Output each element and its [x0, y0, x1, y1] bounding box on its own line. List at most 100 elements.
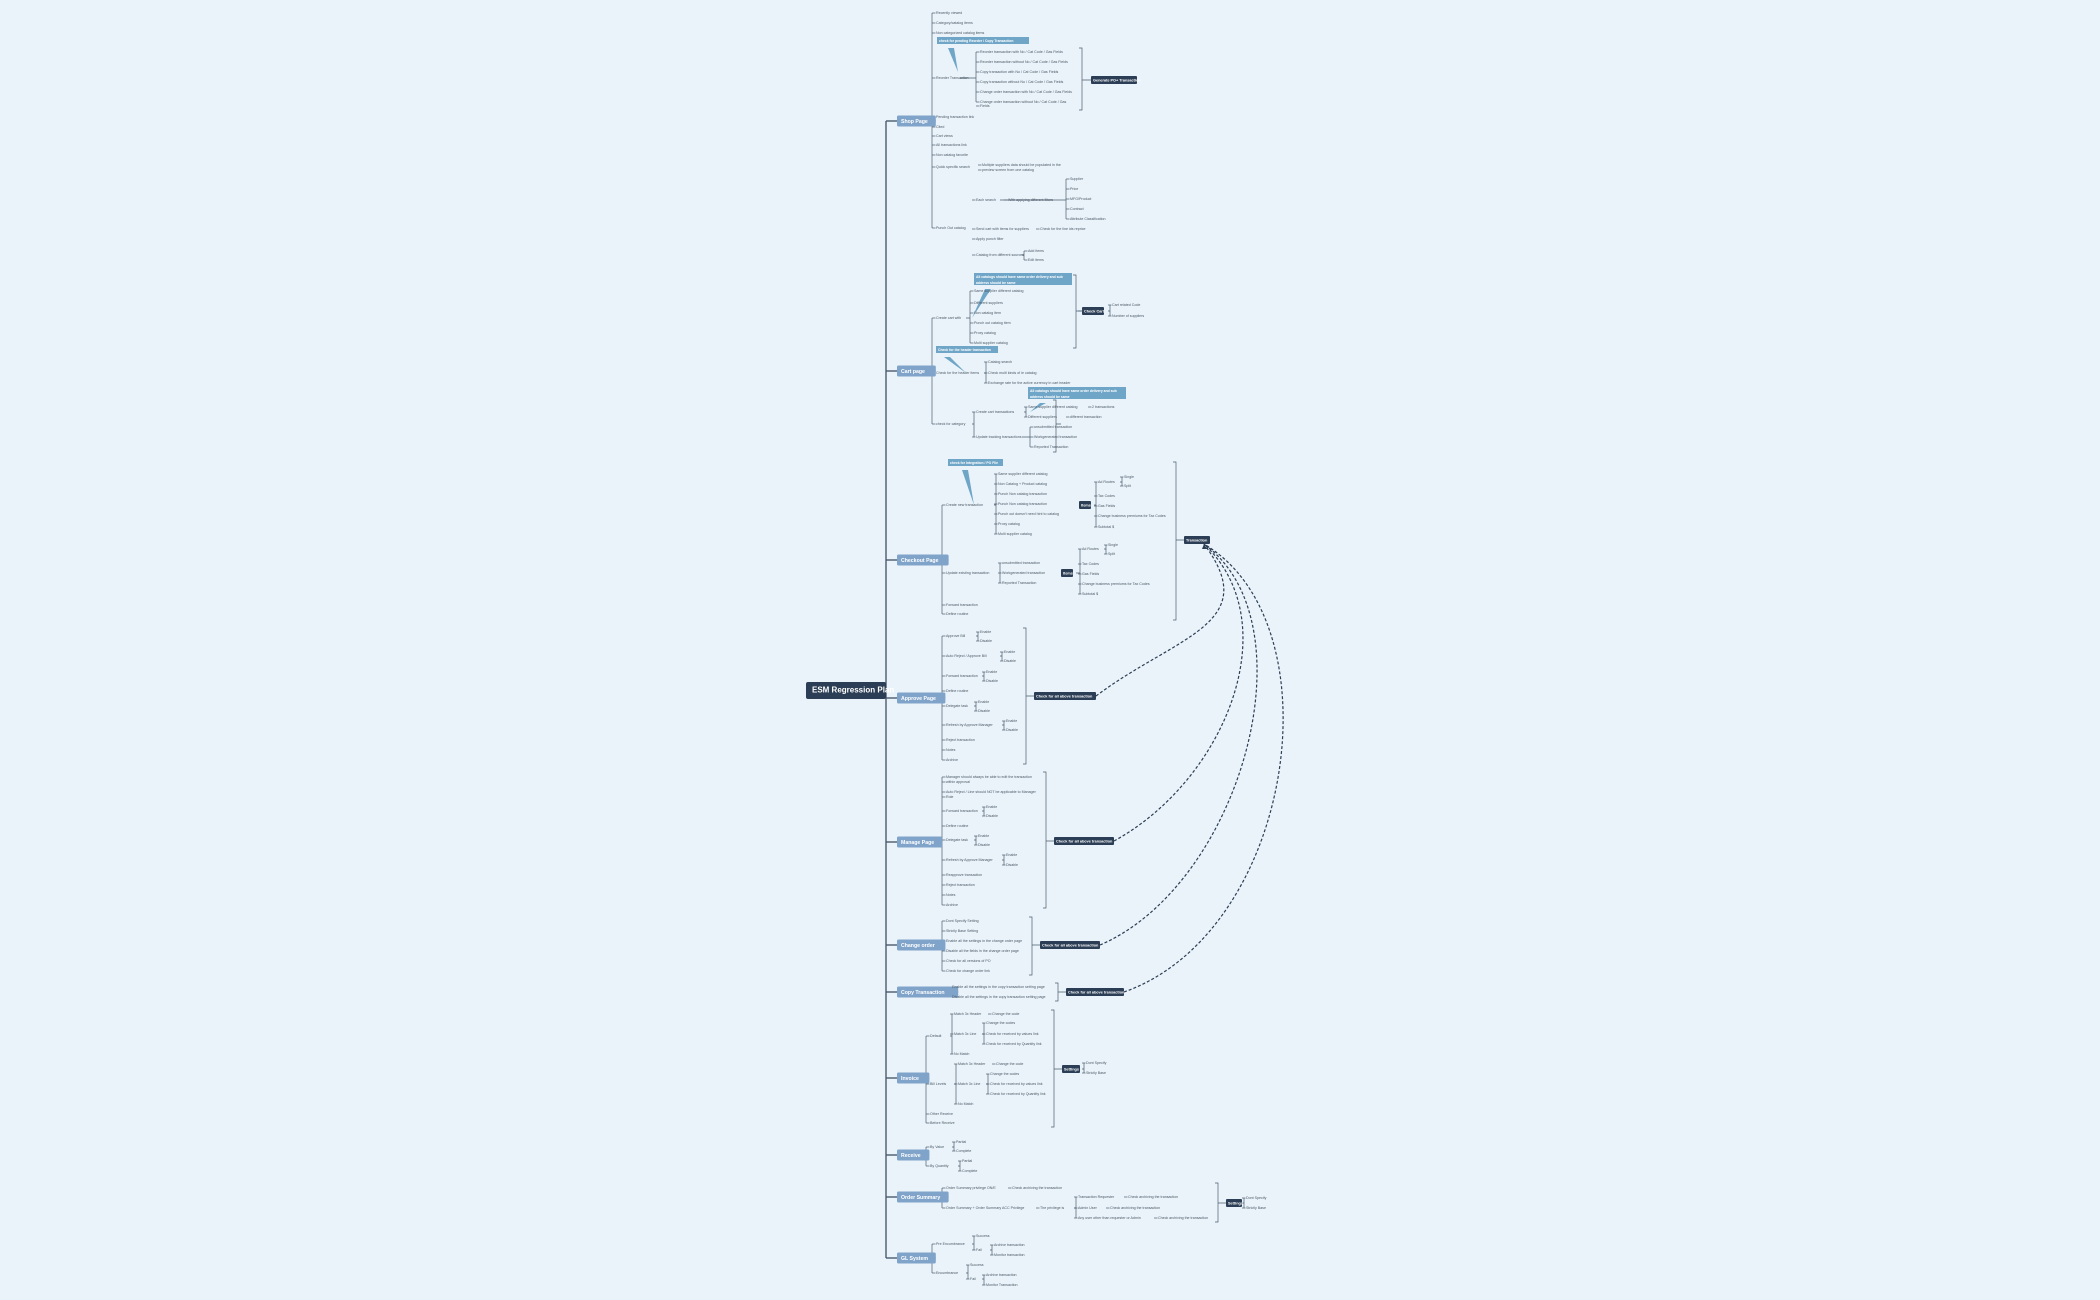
node-label: Add items: [1028, 249, 1044, 253]
node-label: unsubmitted transaction: [1034, 425, 1072, 429]
node-label: Reorder transaction without No / Cat Cod…: [980, 60, 1068, 64]
section-node-box[interactable]: [897, 1191, 949, 1203]
summary-node-box[interactable]: [1054, 837, 1114, 845]
node-label: Refresh by Approve Manager: [946, 858, 994, 862]
section-node-label: Checkout Page: [901, 558, 939, 564]
node-label: Split: [1108, 552, 1115, 556]
callout-box: [936, 346, 998, 353]
summary-node-box[interactable]: [1034, 692, 1096, 700]
node-boxes: [806, 37, 1242, 1264]
node-label: Check for received by values link: [990, 1082, 1043, 1086]
node-label: Define routine: [946, 824, 968, 828]
callout-box: [937, 37, 1029, 44]
node-label: Non catalog item: [974, 311, 1001, 315]
node-label: Any user other than requester or Admin: [1078, 1216, 1141, 1220]
summary-node-box[interactable]: [1061, 569, 1073, 577]
node-label: Role: [946, 795, 953, 799]
summary-node-box[interactable]: [1062, 1065, 1080, 1073]
node-label: Category/catalog items: [936, 21, 973, 25]
fan-connector: [1120, 477, 1123, 486]
node-label: Pre Encumbrance: [936, 1242, 965, 1246]
summary-node-box[interactable]: [1040, 941, 1100, 949]
node-label: Check for change order link: [946, 969, 990, 973]
fan-connector: [974, 702, 977, 711]
summary-node-label: Transaction: [1186, 538, 1208, 542]
node-label: Check Gift: [1082, 309, 1099, 313]
node-label: Reported Transaction: [1002, 581, 1036, 585]
node-label: Copy transaction with No / Cat Code / Ga…: [980, 70, 1059, 74]
node-label: Change the code: [996, 1062, 1023, 1066]
node-label: Non categorized catalog items: [936, 31, 985, 35]
section-node-box[interactable]: [897, 692, 946, 704]
section-node-label: Receive: [901, 1153, 921, 1159]
summary-node-label: Check for all above transaction: [1036, 694, 1093, 698]
section-node-box[interactable]: [897, 1252, 936, 1264]
node-label: Change order transaction without No / Ca…: [980, 100, 1066, 104]
node-label: Match 3x Line: [954, 1032, 976, 1036]
root-node-box[interactable]: [806, 682, 886, 699]
node-label: Success: [970, 1263, 984, 1267]
node-label: Admin User: [1078, 1206, 1098, 1210]
node-label: Enable: [978, 700, 989, 704]
node-label: different transaction: [1070, 415, 1102, 419]
fan-connector: [1000, 652, 1003, 661]
node-label: Exchange rate for the active currency in…: [988, 381, 1071, 385]
node-label: Disable: [980, 639, 992, 643]
fan-connector: [972, 412, 975, 437]
summary-node-box[interactable]: [1091, 76, 1137, 84]
node-label: Strictly Base: [1086, 1071, 1106, 1075]
node-label: Dont Specify: [1086, 1061, 1107, 1065]
dependency-link: [1095, 543, 1225, 697]
node-label: Multi supplier catalog: [974, 341, 1008, 345]
fan-connector: [966, 1265, 969, 1279]
node-label: Dont Specify Setting: [946, 919, 979, 923]
section-node-box[interactable]: [897, 365, 936, 377]
section-node-box[interactable]: [897, 986, 959, 998]
section-node-label: GL System: [901, 1256, 928, 1262]
node-label: Punch Out catalog: [936, 226, 966, 230]
node-label: Refresh by Approve Manager: [946, 723, 994, 727]
section-node-box[interactable]: [897, 1149, 930, 1161]
fan-connector: [1076, 549, 1081, 594]
summary-node-box[interactable]: [1082, 307, 1104, 315]
summary-node-box[interactable]: [1066, 988, 1124, 996]
node-label: Match 3x Line: [958, 1082, 980, 1086]
callout-label: check for pending Reorder / Copy Transac…: [939, 39, 1013, 43]
node-label: Reorder Transaction: [936, 76, 969, 80]
callout-box: [974, 273, 1072, 280]
node-label: Catalog search: [988, 360, 1012, 364]
node-label: Cart views: [936, 134, 953, 138]
section-node-box[interactable]: [897, 115, 936, 127]
node-label: Enable: [978, 834, 989, 838]
node-label: Disable all the settings in the copy tra…: [952, 995, 1046, 999]
node-label: Delegate task: [946, 838, 968, 842]
node-label: Disable: [978, 709, 990, 713]
summary-node-box[interactable]: [1226, 1199, 1242, 1207]
node-label: Reject transaction: [946, 883, 975, 887]
section-node-box[interactable]: [897, 1072, 930, 1084]
node-label: Edit items: [1028, 258, 1044, 262]
fan-connector: [990, 1245, 993, 1255]
node-label: Order Summary privilege ON/E: [946, 1186, 996, 1190]
section-node-box[interactable]: [897, 554, 949, 566]
group-brace: [1215, 1182, 1226, 1223]
section-node-label: Invoice: [901, 1076, 919, 1082]
section-node-label: Manage Page: [901, 840, 934, 846]
section-node-label: Copy Transaction: [901, 990, 945, 996]
summary-node-box[interactable]: [1184, 536, 1210, 544]
section-node-label: Approve Page: [901, 696, 936, 702]
section-node-box[interactable]: [897, 836, 943, 848]
section-node-box[interactable]: [897, 939, 946, 951]
node-label: Ad Routes: [1098, 480, 1115, 484]
callout-pointer: [962, 470, 974, 505]
node-label: Check for received by Quantity link: [990, 1092, 1046, 1096]
node-label: No Match: [958, 1102, 973, 1106]
summary-node-box[interactable]: [1079, 501, 1091, 509]
group-brace: [1053, 399, 1061, 453]
node-label: Same supplier different catalog: [974, 289, 1023, 293]
node-label: Check for all versions of PO: [946, 959, 991, 963]
node-label: Enable: [1004, 650, 1015, 654]
node-label: Check for the line ids reprice: [1040, 227, 1086, 231]
node-label: Archive transaction: [994, 1243, 1025, 1247]
node-label: Disable: [986, 679, 998, 683]
